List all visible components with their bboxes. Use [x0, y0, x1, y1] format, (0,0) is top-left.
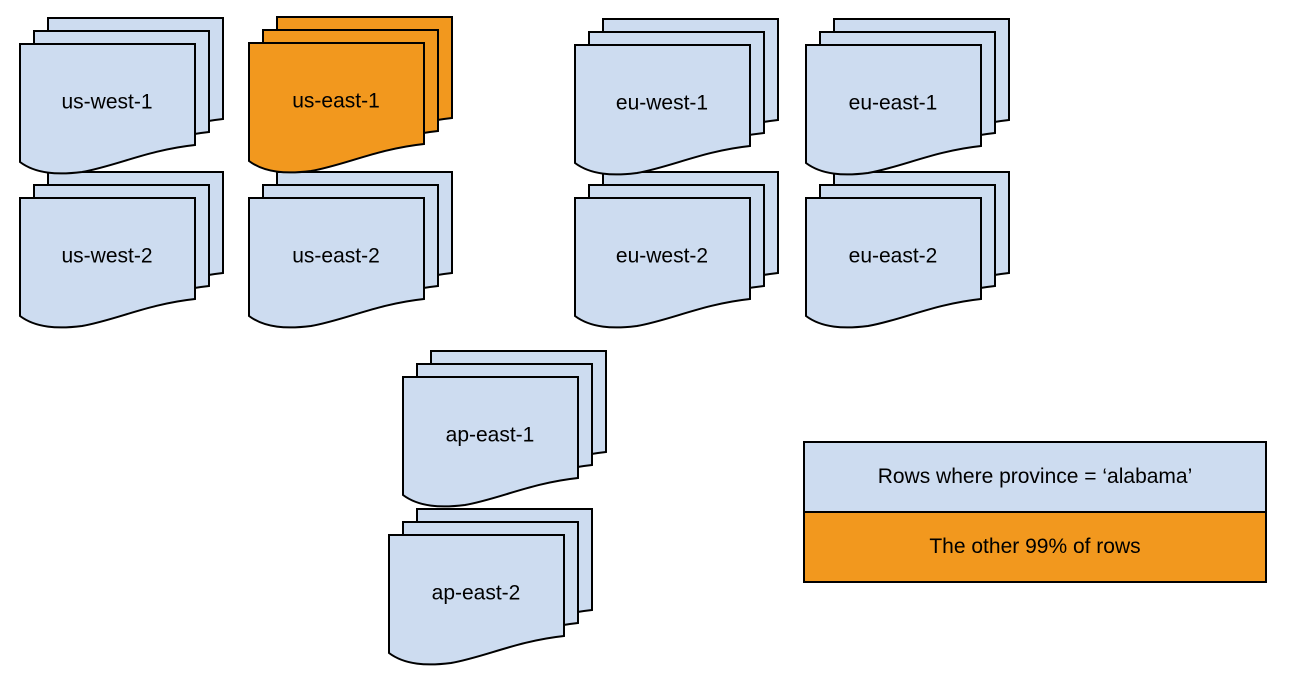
document-sheet-front [805, 197, 982, 329]
document-stack-shapes [248, 171, 453, 329]
region-label: us-west-1 [61, 91, 152, 114]
document-stack-shapes [19, 17, 224, 175]
legend-item-alabama-rows: Rows where province = ‘alabama’ [805, 443, 1265, 511]
region-label: eu-east-1 [849, 92, 938, 115]
document-sheet-front [574, 197, 751, 329]
document-sheet-front [574, 44, 751, 176]
region-stack-eu-east-2: eu-east-2 [805, 171, 1011, 333]
legend-item-label: Rows where province = ‘alabama’ [877, 465, 1193, 488]
document-stack-shapes [805, 171, 1010, 329]
region-label: ap-east-2 [432, 582, 521, 605]
document-stack-shapes [388, 508, 593, 666]
document-sheet-front [19, 43, 196, 175]
region-label: eu-west-2 [616, 245, 708, 268]
region-stack-eu-east-1: eu-east-1 [805, 18, 1011, 180]
region-stack-us-east-2: us-east-2 [248, 171, 454, 333]
region-label: us-east-1 [292, 90, 380, 113]
document-stack-shapes [574, 18, 779, 176]
document-stack-shapes [248, 16, 453, 174]
document-stack-shapes [574, 171, 779, 329]
region-label: ap-east-1 [446, 424, 535, 447]
document-sheet-front [248, 197, 425, 329]
legend-item-other-rows: The other 99% of rows [805, 511, 1265, 581]
region-label: eu-east-2 [849, 245, 938, 268]
region-stack-ap-east-1: ap-east-1 [402, 350, 608, 512]
region-stack-eu-west-2: eu-west-2 [574, 171, 780, 333]
document-sheet-front [19, 197, 196, 329]
legend: Rows where province = ‘alabama’ The othe… [803, 441, 1267, 583]
region-stack-eu-west-1: eu-west-1 [574, 18, 780, 180]
region-label: us-east-2 [292, 245, 380, 268]
region-stack-us-east-1: us-east-1 [248, 16, 454, 178]
legend-item-label: The other 99% of rows [929, 535, 1141, 558]
region-stack-ap-east-2: ap-east-2 [388, 508, 594, 670]
region-label: us-west-2 [61, 245, 152, 268]
document-sheet-front [388, 534, 565, 666]
region-stack-us-west-2: us-west-2 [19, 171, 225, 333]
document-stack-shapes [402, 350, 607, 508]
document-sheet-front [805, 44, 982, 176]
region-stack-us-west-1: us-west-1 [19, 17, 225, 179]
document-sheet-front [248, 42, 425, 174]
document-sheet-front [402, 376, 579, 508]
document-stack-shapes [19, 171, 224, 329]
region-label: eu-west-1 [616, 92, 708, 115]
document-stack-shapes [805, 18, 1010, 176]
